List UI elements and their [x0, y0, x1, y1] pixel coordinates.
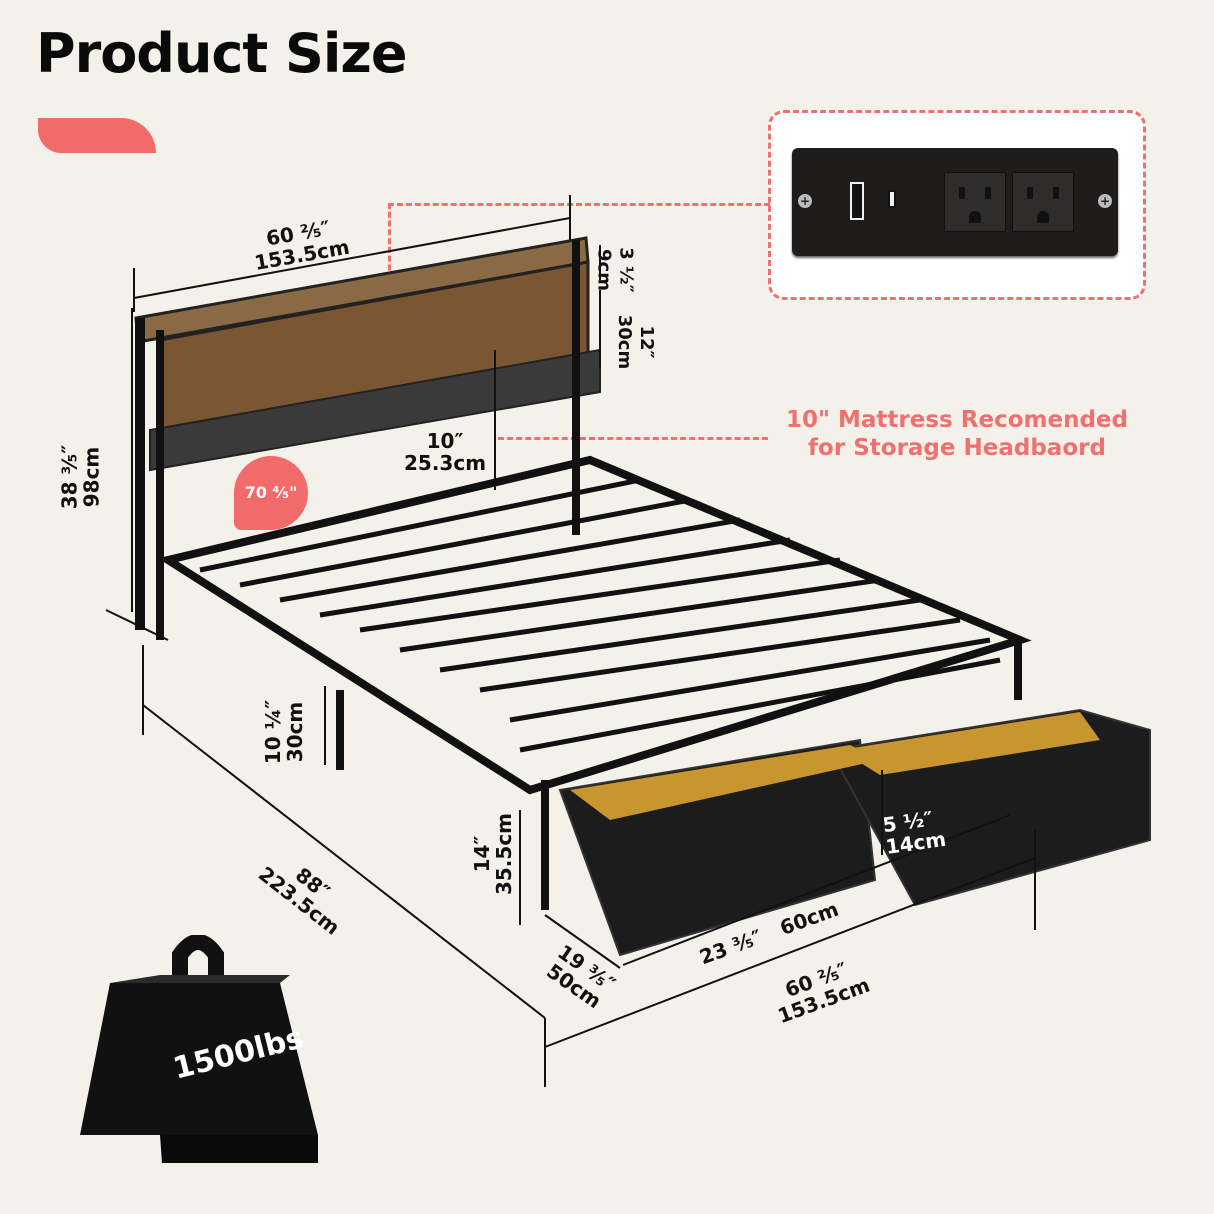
dim-imperial: 38 ³⁄₅″ [57, 444, 82, 510]
usb-a-port-icon [850, 182, 864, 220]
mattress-note-line2: for Storage Headbaord [808, 435, 1106, 461]
dim-metric: 9cm [593, 249, 615, 291]
ac-outlet-icon [1012, 172, 1074, 232]
screw-icon: + [1098, 194, 1112, 208]
title-accent-shape [38, 118, 156, 153]
dim-metric: 98cm [79, 446, 104, 508]
dim-metric: 25.3cm [404, 451, 487, 475]
mattress-note-line1: 10" Mattress Recomended [786, 407, 1128, 433]
usb-c-port-icon [888, 190, 896, 208]
dim-metric: 35.5cm [492, 812, 517, 896]
dim-under-bed-clearance: 10 ¼″ 30cm [261, 699, 308, 765]
mattress-note: 10" Mattress Recomended for Storage Head… [772, 406, 1142, 462]
power-outlet-plate: + + [792, 148, 1118, 256]
dim-metric: 30cm [614, 314, 636, 370]
weight-capacity-icon [80, 935, 318, 1163]
screw-icon: + [798, 194, 812, 208]
callout-leader-line [388, 203, 770, 206]
dim-footboard-height: 14″ 35.5cm [470, 812, 517, 896]
dim-mattress-clearance: 10″ 25.3cm [404, 430, 486, 474]
dim-imperial: 10 ¼″ [261, 699, 286, 765]
cord-length-badge: 70 ⁴⁄₅" [234, 456, 308, 530]
note-leader-line [498, 437, 768, 440]
dim-imperial: 10″ [426, 429, 464, 453]
callout-leader-line [388, 203, 391, 323]
dim-imperial: 12″ [636, 325, 658, 359]
dim-drawer-height: 5 ½″ 14cm [881, 806, 947, 859]
dim-imperial: 14″ [470, 835, 495, 873]
ac-outlet-icon [944, 172, 1006, 232]
dim-shelf-top: 3 ½″ 9cm [593, 247, 637, 292]
dim-imperial: 3 ½″ [615, 247, 637, 293]
dim-shelf-height: 12″ 30cm [613, 315, 657, 369]
dim-metric: 30cm [283, 701, 308, 763]
dim-total-height: 38 ³⁄₅″ 98cm [57, 444, 104, 510]
page-title: Product Size [36, 22, 407, 85]
